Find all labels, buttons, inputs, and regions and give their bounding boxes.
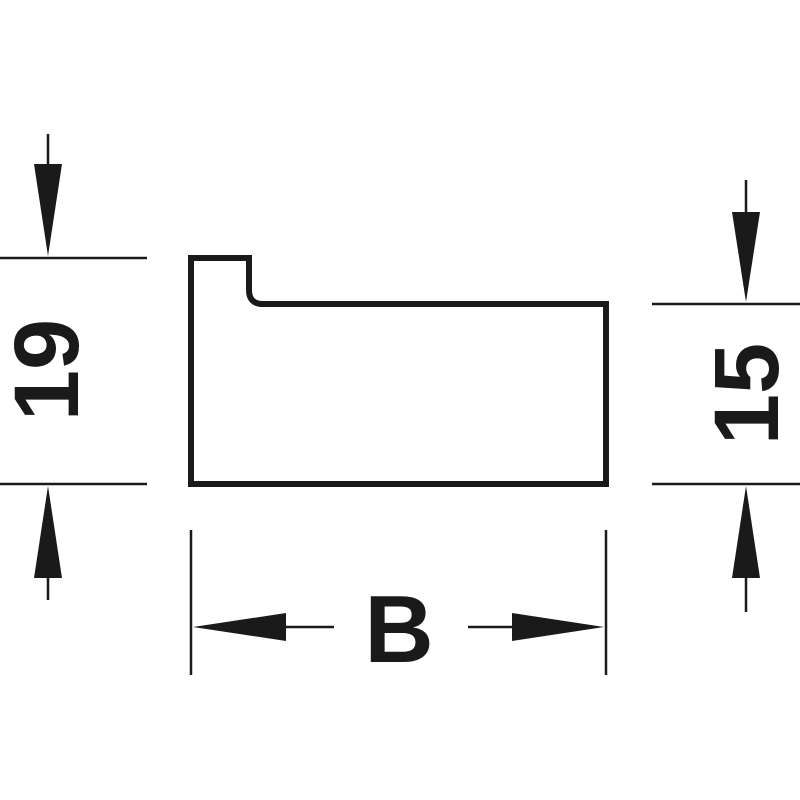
left-dimension-arrow-top: [34, 134, 62, 256]
right-dimension-arrow-bottom: [732, 486, 760, 612]
width-dimension-arrow-right: [468, 613, 604, 641]
width-dimension-arrow-left: [193, 613, 334, 641]
part-profile-outline: [188, 255, 609, 487]
right-dimension-arrow-top: [732, 180, 760, 302]
width-dimension-label: B: [364, 576, 433, 683]
left-dimension-arrow-bottom: [34, 486, 62, 600]
left-height-dimension-label: 19: [0, 319, 98, 421]
right-height-dimension-label: 15: [696, 343, 798, 445]
